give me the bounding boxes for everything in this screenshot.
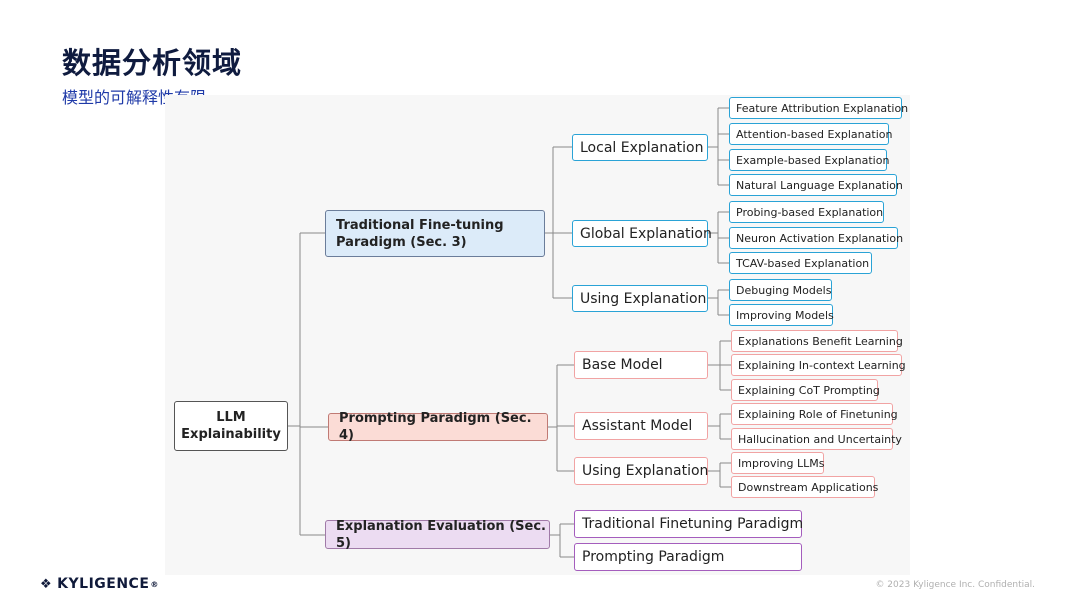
leaf-label: Probing-based Explanation bbox=[736, 205, 884, 219]
leaf-example-based: Example-based Explanation bbox=[729, 149, 890, 171]
node-local-explanation: Local Explanation bbox=[572, 134, 708, 161]
leaf-improving-models: Improving Models bbox=[729, 304, 834, 326]
leaf-label: Explaining CoT Prompting bbox=[738, 383, 880, 397]
root-node: LLM Explainability bbox=[174, 401, 288, 451]
leaf-label: Example-based Explanation bbox=[736, 153, 890, 167]
leaf-label: Feature Attribution Explanation bbox=[736, 101, 909, 115]
copyright-text: © 2023 Kyligence Inc. Confidential. bbox=[875, 580, 1035, 590]
node-label: Local Explanation bbox=[580, 139, 704, 156]
leaf-feature-attribution: Feature Attribution Explanation bbox=[729, 97, 908, 119]
node-traditional-finetuning-paradigm: Traditional Finetuning Paradigm bbox=[574, 510, 804, 538]
leaf-label: Debuging Models bbox=[736, 283, 832, 297]
node-label: Using Explanation bbox=[580, 290, 707, 307]
slide-title: 数据分析领域 bbox=[62, 46, 243, 80]
leaf-label: Explanations Benefit Learning bbox=[738, 334, 903, 348]
branch-label: Prompting Paradigm (Sec. 4) bbox=[339, 411, 532, 443]
registered-mark: ® bbox=[150, 579, 159, 589]
node-global-explanation: Global Explanation bbox=[572, 220, 712, 247]
kyligence-logo: ❖ KYLIGENCE ® bbox=[40, 576, 159, 592]
node-label: Traditional Finetuning Paradigm bbox=[582, 516, 804, 532]
leaf-label: Downstream Applications bbox=[738, 480, 879, 494]
leaf-explaining-in-context: Explaining In-context Learning bbox=[731, 354, 906, 376]
leaf-label: Attention-based Explanation bbox=[736, 127, 893, 141]
node-label: Assistant Model bbox=[582, 418, 693, 434]
leaf-tcav-based: TCAV-based Explanation bbox=[729, 252, 872, 274]
leaf-explaining-role-finetuning: Explaining Role of Finetuning bbox=[731, 403, 898, 425]
branch-label: Explanation Evaluation (Sec. 5) bbox=[336, 518, 546, 551]
leaf-improving-llms: Improving LLMs bbox=[731, 452, 824, 474]
leaf-label: Explaining Role of Finetuning bbox=[738, 407, 898, 421]
leaf-natural-language: Natural Language Explanation bbox=[729, 174, 903, 196]
logo-text: KYLIGENCE bbox=[57, 576, 150, 592]
node-using-explanation-2: Using Explanation bbox=[574, 457, 708, 485]
node-base-model: Base Model bbox=[574, 351, 708, 379]
leaf-downstream-applications: Downstream Applications bbox=[731, 476, 879, 498]
leaf-label: Hallucination and Uncertainty bbox=[738, 432, 902, 446]
branch-explanation-evaluation: Explanation Evaluation (Sec. 5) bbox=[325, 518, 550, 551]
branch-traditional-fine-tuning: Traditional Fine-tuning Paradigm (Sec. 3… bbox=[325, 210, 545, 257]
node-label: Global Explanation bbox=[580, 225, 712, 242]
node-label: Prompting Paradigm bbox=[582, 549, 725, 565]
branch-label: Traditional Fine-tuning Paradigm (Sec. 3… bbox=[336, 217, 504, 250]
node-label: Using Explanation bbox=[582, 463, 709, 479]
leaf-label: Neuron Activation Explanation bbox=[736, 231, 904, 245]
node-prompting-paradigm: Prompting Paradigm bbox=[574, 543, 802, 571]
kyligence-logo-icon: ❖ bbox=[40, 576, 53, 592]
leaf-label: Explaining In-context Learning bbox=[738, 358, 906, 372]
leaf-explaining-cot: Explaining CoT Prompting bbox=[731, 379, 880, 401]
leaf-attention-based: Attention-based Explanation bbox=[729, 123, 893, 145]
leaf-hallucination: Hallucination and Uncertainty bbox=[731, 428, 902, 450]
node-assistant-model: Assistant Model bbox=[574, 412, 708, 440]
leaf-label: Natural Language Explanation bbox=[736, 178, 903, 192]
leaf-label: Improving LLMs bbox=[738, 456, 825, 470]
leaf-neuron-activation: Neuron Activation Explanation bbox=[729, 227, 903, 249]
leaf-probing-based: Probing-based Explanation bbox=[729, 201, 884, 223]
node-using-explanation-1: Using Explanation bbox=[572, 285, 708, 312]
leaf-explanations-benefit: Explanations Benefit Learning bbox=[731, 330, 903, 352]
leaf-debuging-models: Debuging Models bbox=[729, 279, 832, 301]
root-label: LLM Explainability bbox=[181, 410, 281, 442]
node-label: Base Model bbox=[582, 357, 663, 373]
leaf-label: TCAV-based Explanation bbox=[736, 256, 870, 270]
leaf-label: Improving Models bbox=[736, 308, 834, 322]
branch-prompting-paradigm: Prompting Paradigm (Sec. 4) bbox=[328, 411, 548, 443]
